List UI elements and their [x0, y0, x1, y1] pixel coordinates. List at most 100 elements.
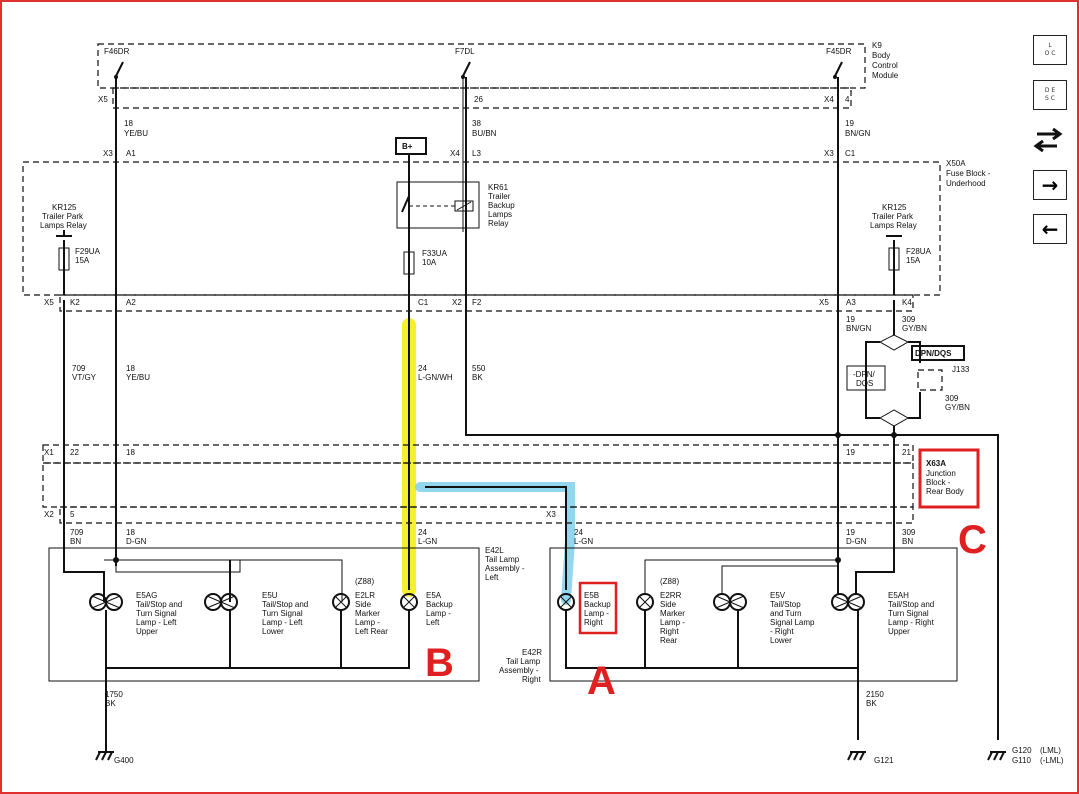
diagram-label: K4 [902, 298, 912, 307]
next-arrow-button[interactable]: → [1033, 170, 1067, 200]
bcm-out-right: F45DR [826, 47, 852, 56]
diagram-label: Lamps [488, 210, 512, 219]
diagram-label: E5U [262, 591, 278, 600]
diagram-label: 19 [845, 119, 854, 128]
diagram-label: E5AH [888, 591, 909, 600]
diagram-label: Relay [488, 219, 508, 228]
diagram-label: X2 [44, 510, 54, 519]
diagram-label: Right [660, 627, 679, 636]
ground-g110-label: G110 [1012, 756, 1032, 765]
diagram-label: Rear [660, 636, 678, 645]
diagram-label: Backup [426, 600, 453, 609]
tail-left-box [48, 547, 480, 682]
diagram-label: F2 [472, 298, 482, 307]
diagram-label: L-GN [574, 537, 593, 546]
diagram-label: BK [866, 699, 877, 708]
diagram-label: Left Rear [355, 627, 388, 636]
diagram-label: Lamp - [355, 618, 380, 627]
diagram-label: E5B [584, 591, 599, 600]
diagram-label: Lamps Relay [40, 221, 87, 230]
diagram-label: E2LR [355, 591, 375, 600]
diagram-label: Rear Body [926, 487, 964, 496]
diagram-label: Tail Lamp [485, 555, 520, 564]
diagram-label: 550 [472, 364, 486, 373]
diagram-label: 309 [902, 528, 916, 537]
diagram-label: Upper [888, 627, 910, 636]
diagram-label: Lower [262, 627, 284, 636]
diagram-label: X4 [824, 95, 834, 104]
diagram-label: 309 [945, 394, 959, 403]
diagram-label: K2 [70, 298, 80, 307]
diagram-label: 709 [70, 528, 84, 537]
annotation-c: C [958, 518, 987, 562]
diagram-label: (LML) [1040, 746, 1061, 755]
diagram-label: VT/GY [72, 373, 97, 382]
arrow-left-icon: ← [1041, 217, 1059, 241]
diagram-label: Junction [926, 469, 956, 478]
diagram-label: YE/BU [124, 129, 148, 138]
diagram-label: YE/BU [126, 373, 150, 382]
diagram-label: 22 [70, 448, 79, 457]
diagram-label: Turn Signal [136, 609, 177, 618]
diagram-label: 5 [70, 510, 75, 519]
diagram-label: X5 [819, 298, 829, 307]
junction-block-box [42, 462, 914, 508]
diagram-label: Marker [660, 609, 685, 618]
diagram-label: Tail/Stop and [262, 600, 308, 609]
prev-arrow-button[interactable]: ← [1033, 214, 1067, 244]
battery-label: B+ [402, 142, 413, 151]
diagram-label: BN/GN [846, 324, 872, 333]
diagram-label: Assembly - [485, 564, 525, 573]
diagram-label: A1 [126, 149, 136, 158]
diagram-label: 26 [474, 95, 483, 104]
diagram-label: 18 [124, 119, 133, 128]
ground-g120-icon [987, 751, 1006, 761]
diagram-label: Lamp - Left [262, 618, 303, 627]
diagram-label: Backup [488, 201, 515, 210]
diagram-label: Lamp - Right [888, 618, 935, 627]
diagram-label: Block - [926, 478, 951, 487]
junction-block-top [42, 444, 914, 464]
tail-right-box [549, 547, 958, 682]
diagram-label: Side [660, 600, 677, 609]
diagram-label: Tail Lamp [506, 657, 541, 666]
diagram-label: F29UA [75, 247, 101, 256]
diagram-label: Signal Lamp [770, 618, 815, 627]
ground-g400-icon [95, 740, 114, 761]
diagram-label: Trailer Park [872, 212, 914, 221]
arrow-right-icon: → [1041, 173, 1059, 197]
diagram-label: GY/BN [902, 324, 927, 333]
diagram-label: X5 [98, 95, 108, 104]
bcm-connector-box [112, 87, 852, 109]
connector-icon[interactable] [1033, 124, 1067, 158]
diagram-label: F33UA [422, 249, 448, 258]
annotation-e5b-box [578, 581, 618, 635]
diagram-label: 15A [75, 256, 90, 265]
diagram-label: Right [522, 675, 541, 684]
diagram-label: C1 [418, 298, 429, 307]
diagram-label: BN/GN [845, 129, 871, 138]
diagram-label: BK [105, 699, 116, 708]
diagram-label: Upper [136, 627, 158, 636]
diagram-label: Lamp - [426, 609, 451, 618]
diagram-label: L-GN/WH [418, 373, 453, 382]
diagram-label: Module [872, 71, 899, 80]
diagram-label: 18 [126, 448, 135, 457]
diagram-label: 4 [845, 95, 850, 104]
diagram-label: 38 [472, 119, 481, 128]
ground-g400-label: G400 [114, 756, 134, 765]
annotation-b: B [425, 641, 454, 685]
diagram-label: Assembly - [499, 666, 539, 675]
diagram-label: BN [70, 537, 81, 546]
wire-24-right [425, 486, 567, 590]
diagram-label: (Z88) [660, 577, 679, 586]
diagram-label: Right [584, 618, 603, 627]
diagram-label: Turn Signal [888, 609, 929, 618]
diagram-label: (Z88) [355, 577, 374, 586]
diagram-label: GY/BN [945, 403, 970, 412]
bcm-out-left: F46DR [104, 47, 130, 56]
diagram-label: KR61 [488, 183, 509, 192]
